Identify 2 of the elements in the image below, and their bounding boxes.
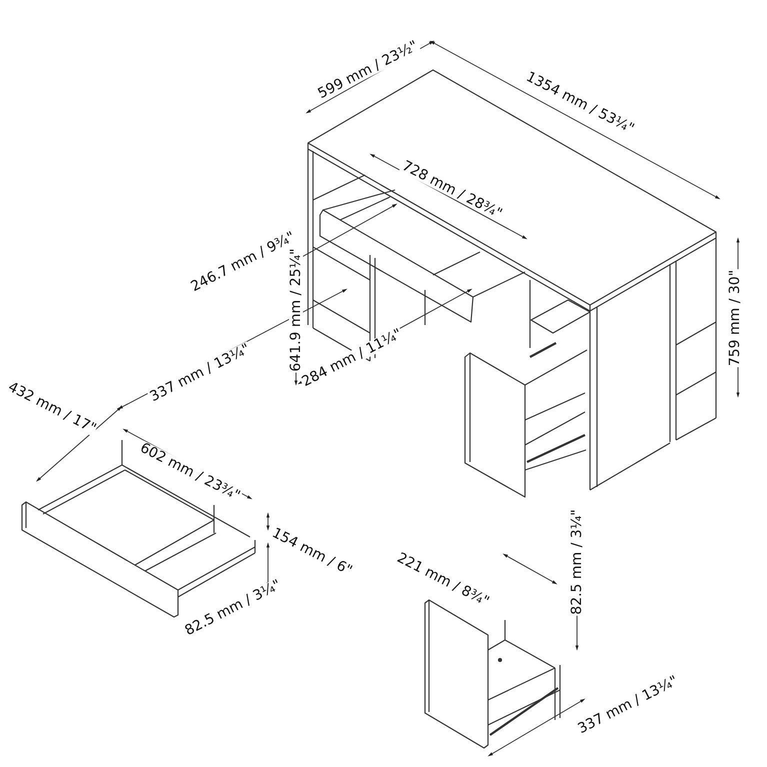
- dimension-label: 759 mm / 30": [728, 268, 742, 368]
- dimension-label: 82.5 mm / 3¼": [570, 508, 584, 616]
